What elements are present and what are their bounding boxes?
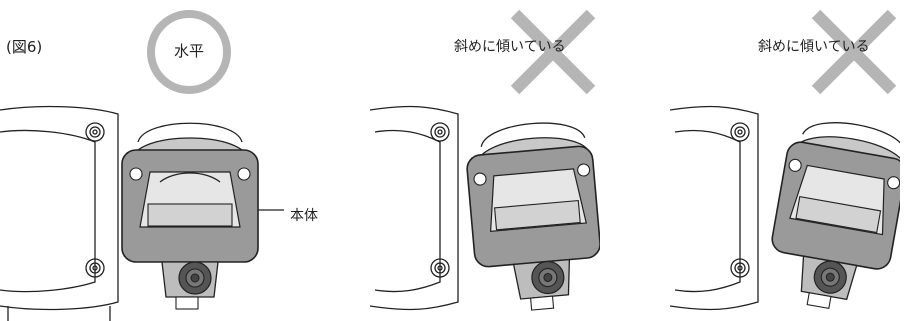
ng-cross-icon: 斜めに傾いている	[454, 6, 599, 98]
status-label: 水平	[173, 42, 204, 60]
device-illustration	[669, 105, 900, 311]
device-illustration	[369, 105, 600, 311]
ng-cross-icon: 斜めに傾いている	[758, 6, 900, 98]
status-label: 斜めに傾いている	[454, 39, 566, 55]
panel-tilted-2: 斜めに傾いている	[600, 0, 900, 321]
mount	[771, 122, 900, 310]
circle-mark	[147, 10, 231, 94]
mount	[466, 122, 600, 311]
device-illustration	[0, 105, 284, 321]
panel-level: 水平 本体	[0, 0, 318, 321]
mount	[121, 122, 259, 310]
ok-circle-icon: 水平	[147, 10, 231, 94]
housing	[669, 105, 759, 311]
status-label: 斜めに傾いている	[758, 39, 870, 55]
panel-tilted-1: 斜めに傾いている	[300, 0, 600, 321]
housing	[369, 105, 459, 311]
housing	[0, 105, 119, 321]
callout-body-label: 本体	[290, 208, 318, 224]
figure-label: (図6)	[6, 38, 43, 56]
